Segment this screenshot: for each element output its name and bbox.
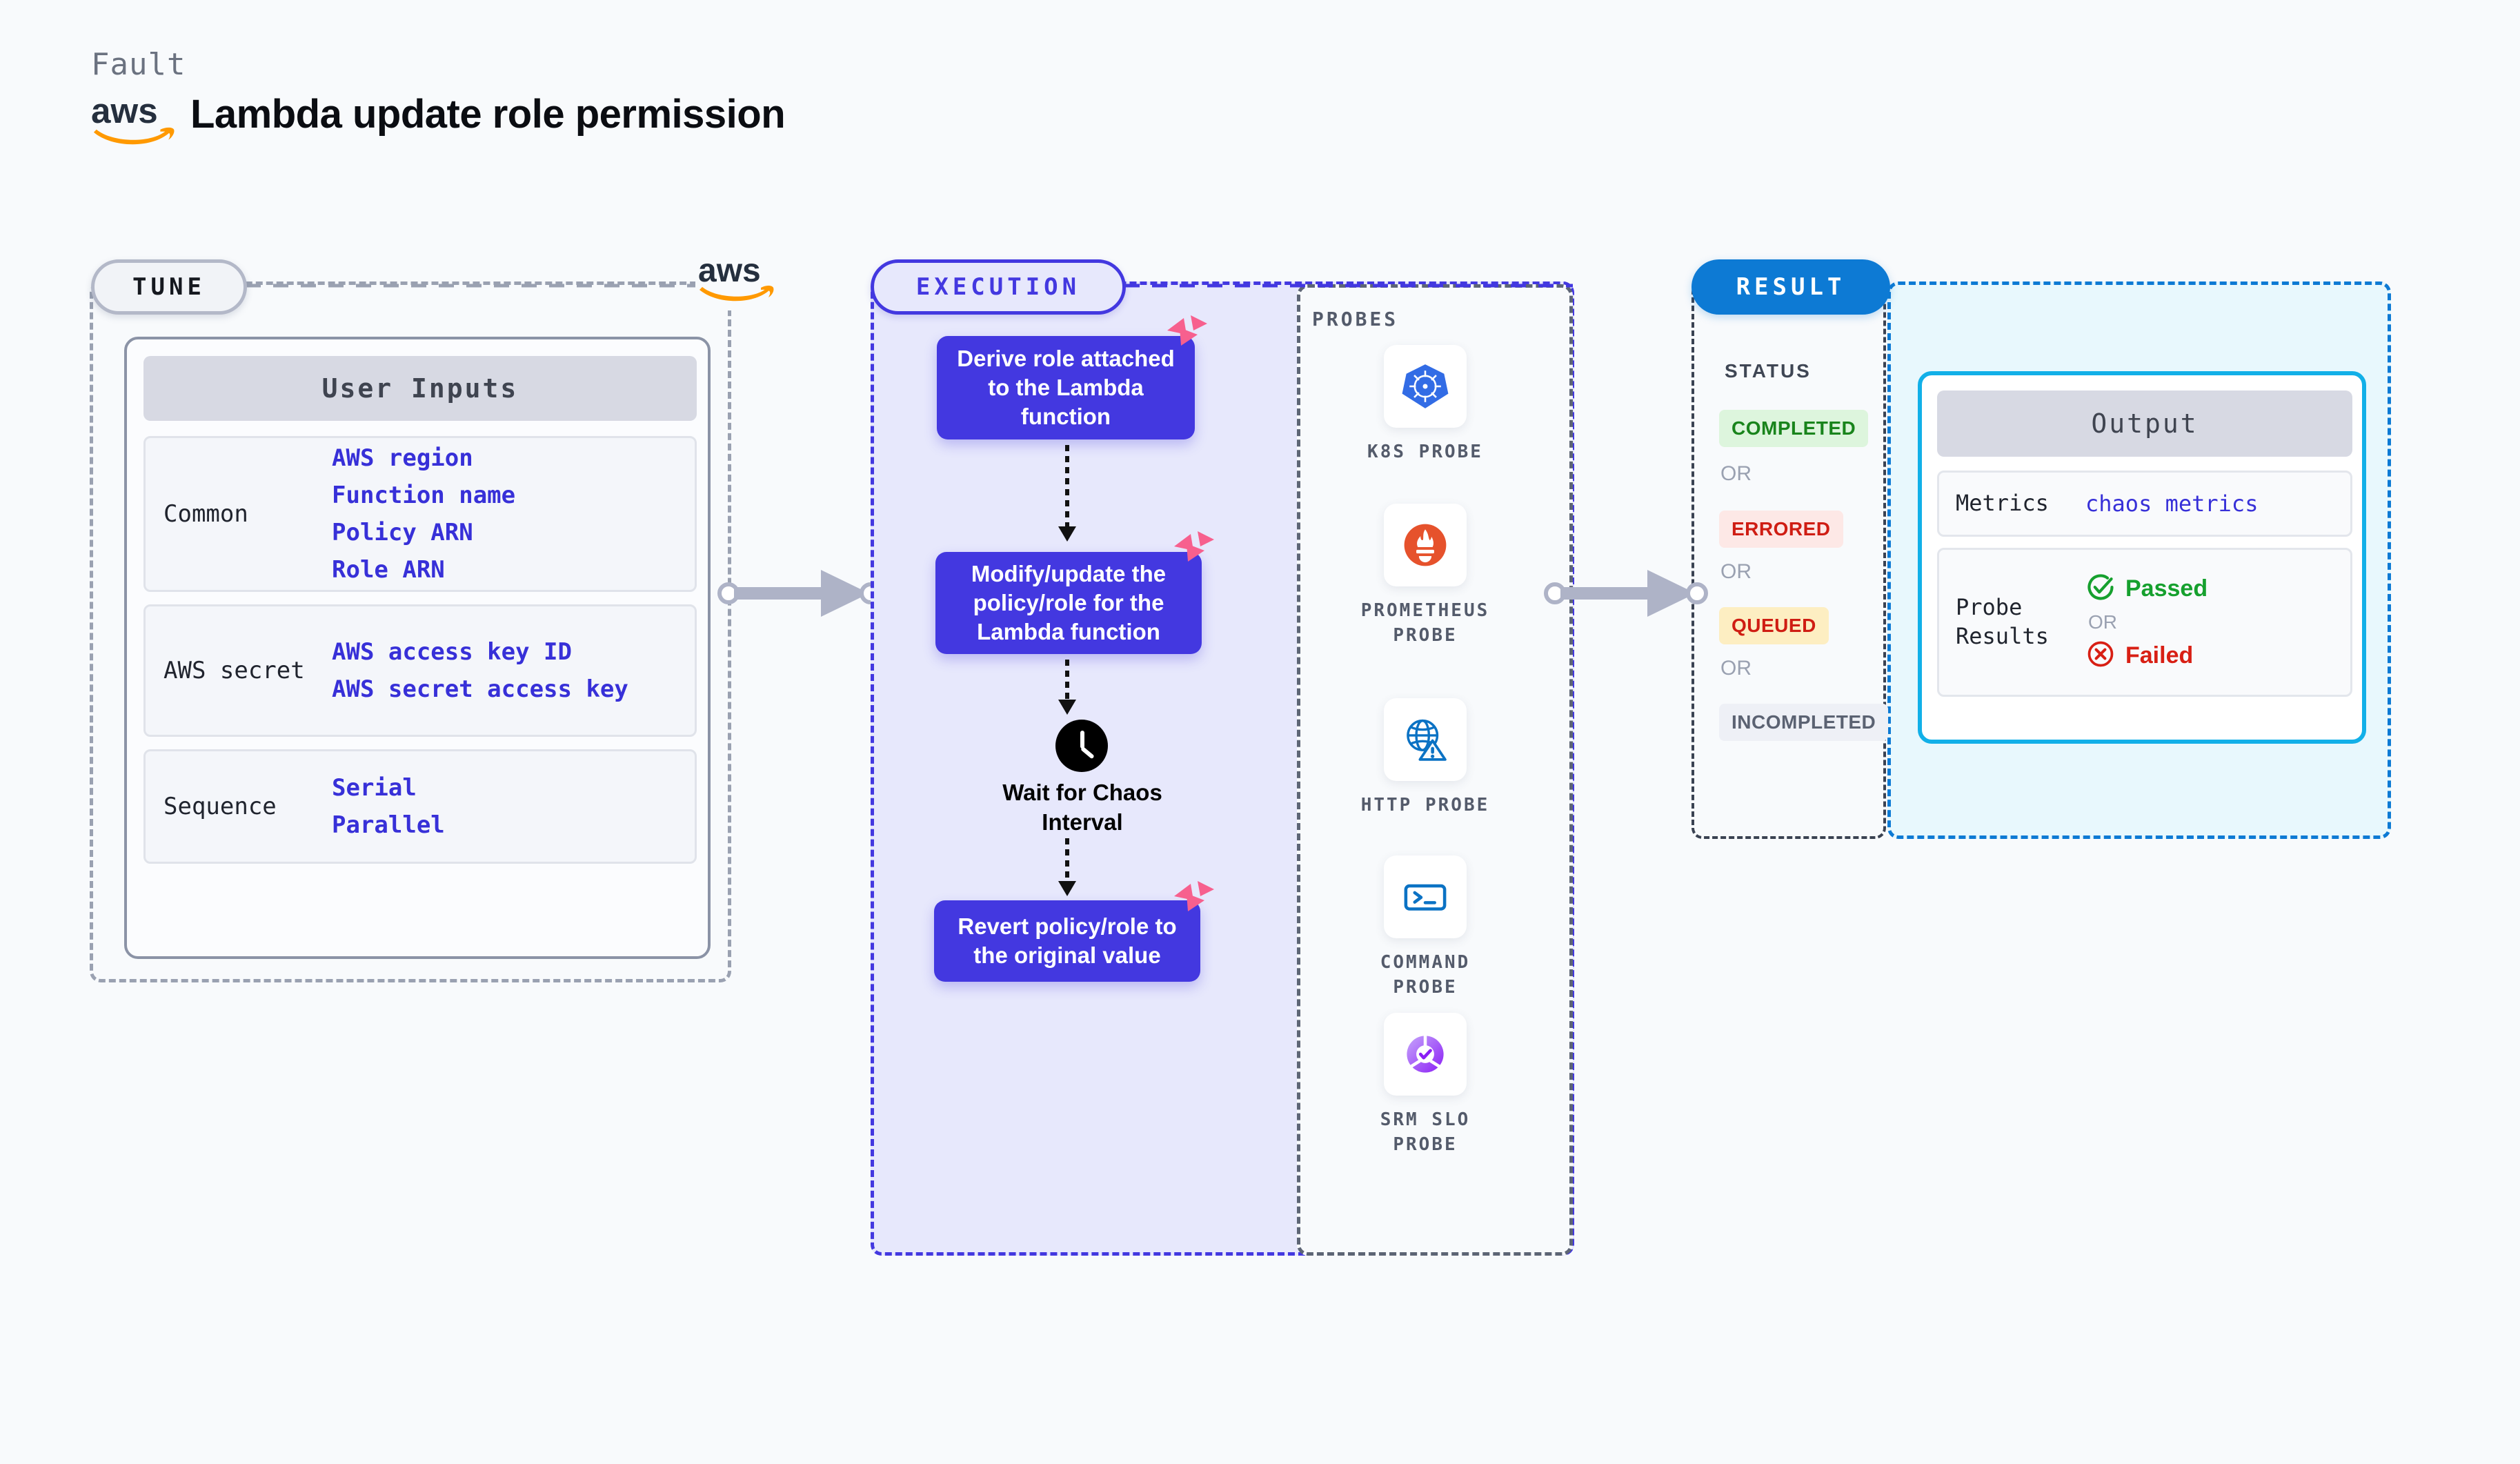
x-circle-icon [2085, 639, 2116, 673]
terminal-icon [1384, 855, 1467, 938]
tune-group-common: Common AWS region Function name Policy A… [143, 436, 697, 592]
tune-value[interactable]: Policy ARN [332, 519, 473, 546]
tune-group-values: AWS region Function name Policy ARN Role… [332, 444, 515, 584]
flow-arrow-1 [1058, 445, 1076, 542]
execution-pill[interactable]: EXECUTION [871, 259, 1126, 315]
wait-for-chaos-interval-label: Wait for Chaos Interval [1002, 780, 1162, 835]
output-card: Output Metrics chaos metrics Probe Resul… [1918, 371, 2366, 744]
or-separator: OR [2088, 611, 2117, 633]
output-title: Output [1937, 390, 2352, 457]
or-separator: OR [1720, 657, 1752, 680]
or-separator: OR [1720, 560, 1752, 583]
or-separator: OR [1720, 462, 1752, 485]
tune-pill[interactable]: TUNE [91, 259, 247, 315]
tune-group-label: AWS secret [163, 657, 305, 684]
probe-command[interactable]: COMMAND PROBE [1380, 855, 1468, 1000]
tune-value[interactable]: AWS secret access key [332, 675, 628, 703]
probe-srm-slo[interactable]: SRM SLO PROBE [1380, 1013, 1468, 1158]
probe-prometheus[interactable]: PROMETHEUS PROBE [1361, 504, 1487, 649]
tune-section-frame [90, 281, 731, 982]
litmus-icon [1166, 314, 1209, 351]
svg-text:aws: aws [698, 253, 761, 289]
tune-group-values: Serial Parallel [332, 774, 445, 839]
tune-value[interactable]: AWS region [332, 444, 473, 472]
tune-group-values: AWS access key ID AWS secret access key [332, 638, 635, 703]
flow-arrow-2 [1058, 660, 1076, 715]
status-badge-queued: QUEUED [1719, 607, 1829, 644]
status-badge-errored: ERRORED [1719, 511, 1843, 548]
user-inputs-card: User Inputs Common AWS region Function n… [124, 337, 711, 959]
tune-value[interactable]: Serial [332, 774, 417, 802]
tune-value[interactable]: Role ARN [332, 556, 445, 584]
status-badge-completed: COMPLETED [1719, 410, 1869, 447]
tune-value[interactable]: AWS access key ID [332, 638, 572, 666]
passed-label: Passed [2125, 575, 2208, 602]
tune-group-sequence: Sequence Serial Parallel [143, 749, 697, 864]
output-row-probe-results: Probe Results Passed OR [1937, 548, 2352, 697]
svg-text:aws: aws [91, 91, 158, 130]
execution-step-1[interactable]: Derive role attached to the Lambda funct… [937, 336, 1195, 439]
execution-step-2[interactable]: Modify/update the policy/role for the La… [935, 552, 1202, 654]
probe-k8s[interactable]: K8S PROBE [1367, 345, 1481, 465]
tune-group-label: Common [163, 500, 248, 528]
litmus-icon [1173, 530, 1216, 567]
litmus-icon [1173, 880, 1216, 917]
prometheus-icon [1384, 504, 1467, 586]
user-inputs-title: User Inputs [143, 356, 697, 421]
metrics-value[interactable]: chaos metrics [2085, 491, 2259, 517]
connector-execution-to-result [1544, 570, 1708, 617]
clock-icon [1055, 720, 1108, 772]
probe-results-values: Passed OR Failed [2085, 572, 2208, 673]
status-title: STATUS [1725, 360, 1812, 382]
page-title: Lambda update role permission [190, 92, 786, 137]
probe-label: COMMAND PROBE [1380, 952, 1471, 998]
status-section-frame [1691, 281, 1886, 839]
connector-tune-to-execution [717, 570, 882, 617]
tune-group-aws-secret: AWS secret AWS access key ID AWS secret … [143, 604, 697, 737]
flow-arrow-3 [1058, 838, 1076, 896]
aws-logo: aws [90, 88, 178, 152]
probe-label: HTTP PROBE [1360, 795, 1490, 815]
failed-label: Failed [2125, 642, 2194, 669]
http-globe-warning-icon [1384, 698, 1467, 781]
result-pill[interactable]: RESULT [1691, 259, 1890, 315]
execution-step-3[interactable]: Revert policy/role to the original value [934, 900, 1200, 982]
probe-results-label: Probe Results [1956, 594, 2049, 649]
fault-kicker: Fault [91, 47, 186, 82]
execution-pill-dash-connector [1124, 284, 1573, 288]
probe-label: K8S PROBE [1367, 442, 1483, 462]
srm-slo-icon [1384, 1013, 1467, 1096]
tune-value[interactable]: Parallel [332, 811, 445, 839]
tune-group-label: Sequence [163, 793, 277, 820]
probe-result-failed: Failed [2085, 639, 2208, 673]
metrics-label: Metrics [1956, 490, 2049, 517]
probe-http[interactable]: HTTP PROBE [1361, 698, 1487, 818]
probe-label: SRM SLO PROBE [1380, 1109, 1471, 1155]
check-circle-icon [2085, 572, 2116, 606]
kubernetes-icon [1384, 345, 1467, 428]
output-row-metrics: Metrics chaos metrics [1937, 471, 2352, 537]
status-badge-incompleted: INCOMPLETED [1719, 704, 1889, 741]
tune-pill-dash-connector [246, 284, 722, 288]
probes-title: PROBES [1312, 308, 1399, 330]
probe-label: PROMETHEUS PROBE [1360, 600, 1490, 646]
tune-value[interactable]: Function name [332, 482, 516, 509]
aws-logo-icon: aws [695, 248, 777, 310]
probe-result-passed: Passed [2085, 572, 2208, 606]
